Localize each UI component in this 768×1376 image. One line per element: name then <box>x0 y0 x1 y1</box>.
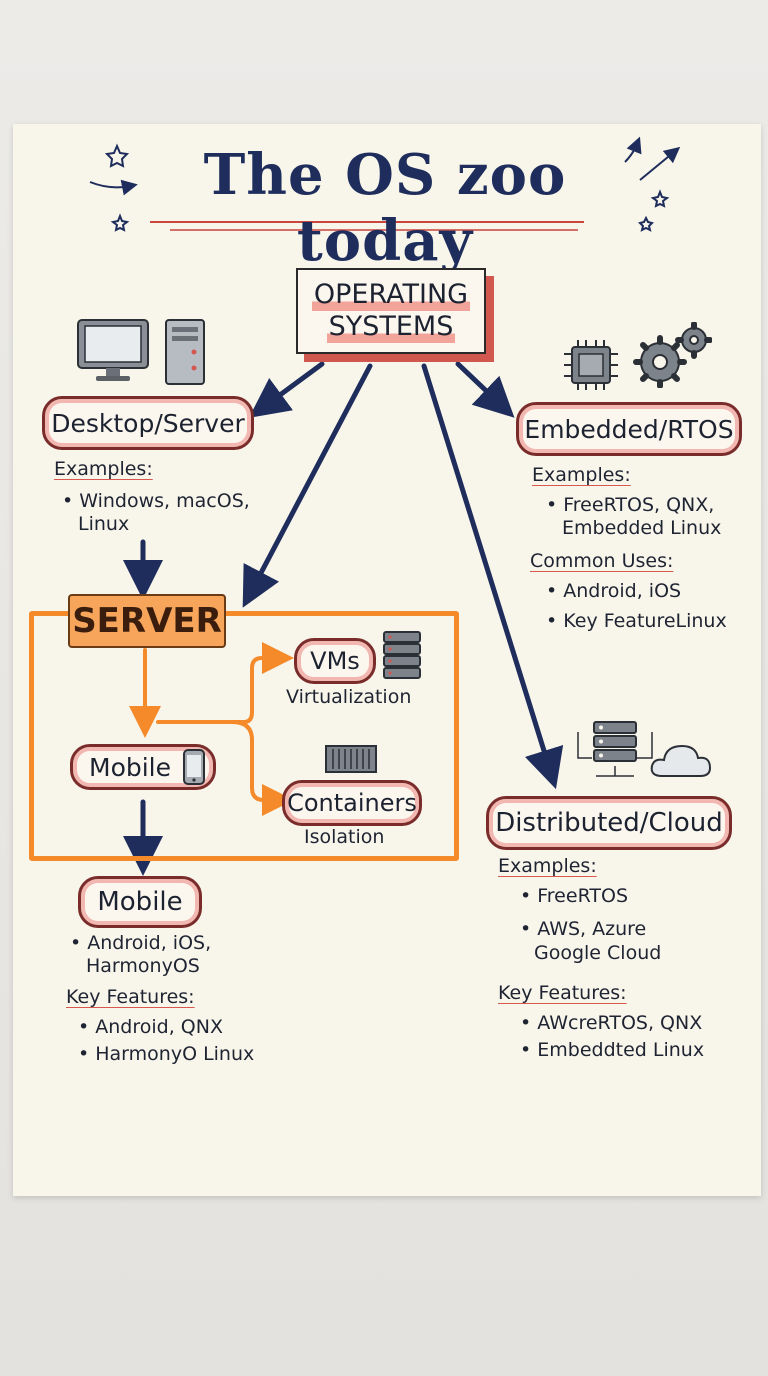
desktop-example-1: • Windows, macOS, <box>62 490 250 512</box>
mobile-box: Mobile <box>78 876 202 928</box>
embedded-example-2: Embedded Linux <box>562 517 722 539</box>
server-group-frame <box>29 611 459 861</box>
embedded-use-1: • Android, iOS <box>546 580 682 602</box>
cloud-icon <box>650 744 712 777</box>
cloud-example-3: Google Cloud <box>534 942 662 964</box>
arrow-to-server <box>242 363 373 608</box>
embedded-use-2: • Key FeatureLinux <box>546 610 727 632</box>
desktop-server-box: Desktop/Server <box>42 396 254 450</box>
cloud-example-2: • AWS, Azure <box>520 918 647 940</box>
distributed-cloud-box: Distributed/Cloud <box>486 796 732 850</box>
cloud-feature-1: • AWcreRTOS, QNX <box>520 1012 703 1034</box>
cloud-feature-2: • Embeddted Linux <box>520 1039 705 1061</box>
mobile-example-1: • Android, iOS, <box>70 932 212 954</box>
server-mobile-label: Mobile <box>89 752 172 782</box>
gears-icon <box>633 322 712 388</box>
embedded-rtos-box: Embedded/RTOS <box>516 402 742 456</box>
vms-caption: Virtualization <box>286 686 412 708</box>
cloud-examples-heading: Examples: <box>498 855 597 877</box>
server-rack-icon <box>383 631 421 679</box>
cloud-features-heading: Key Features: <box>498 982 627 1004</box>
mobile-feature-2: • HarmonyO Linux <box>78 1043 255 1065</box>
operating-systems-box: OPERATING SYSTEMS <box>296 268 486 354</box>
chip-icon <box>564 340 618 390</box>
arrow-to-desktop <box>248 361 325 418</box>
phone-icon <box>183 749 205 785</box>
mobile-example-2: HarmonyOS <box>86 955 200 977</box>
arrow-icon <box>89 136 681 196</box>
arrow-to-cloud <box>421 363 564 790</box>
containers-box: Containers <box>282 780 422 826</box>
os-line2: SYSTEMS <box>326 311 456 343</box>
monitor-icon <box>77 319 149 381</box>
cloud-example-1: • FreeRTOS <box>520 885 629 907</box>
arrow-to-embedded <box>455 361 515 418</box>
container-icon <box>325 745 377 773</box>
page-title: The OS zoo today <box>203 142 567 274</box>
star-icon <box>104 143 670 232</box>
os-line1: OPERATING <box>311 279 471 311</box>
arrow-branch-containers <box>230 720 294 816</box>
embedded-uses-heading: Common Uses: <box>530 550 674 572</box>
desktop-example-2: Linux <box>78 513 130 535</box>
vms-box: VMs <box>294 638 376 684</box>
embedded-examples-heading: Examples: <box>532 464 631 486</box>
arrow-branch-vms <box>156 642 294 724</box>
tower-icon <box>165 319 205 385</box>
mobile-features-heading: Key Features: <box>66 986 195 1008</box>
mobile-feature-1: • Android, QNX <box>78 1016 223 1038</box>
server-box: SERVER <box>68 594 226 648</box>
containers-caption: Isolation <box>304 826 385 848</box>
cloud-network-icon <box>577 721 653 777</box>
embedded-example-1: • FreeRTOS, QNX, <box>546 494 715 516</box>
desktop-examples-heading: Examples: <box>54 458 153 480</box>
